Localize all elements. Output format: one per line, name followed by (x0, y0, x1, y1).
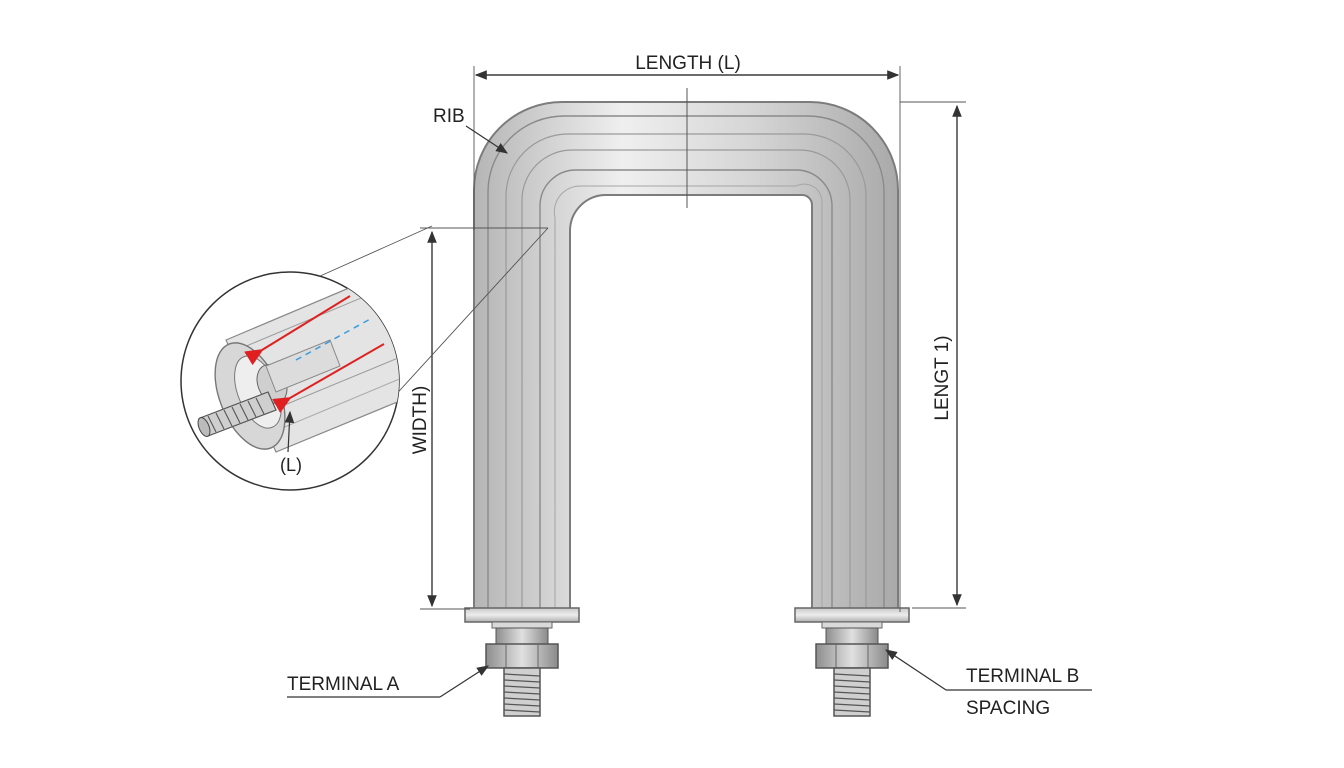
detail-leader-2 (390, 227, 549, 401)
label-length-side: LENGT 1) (932, 335, 953, 420)
collar-a (495, 627, 549, 645)
rib-line-3 (521, 149, 851, 612)
label-width: WIDTH) (410, 386, 431, 455)
label-terminal-a: TERMINAL A (287, 674, 400, 695)
terminal-a-assembly (485, 621, 559, 717)
dimension-length-side: LENGT 1) (900, 101, 966, 609)
threaded-terminal-icon (833, 667, 871, 717)
flow-blue-line (295, 317, 373, 361)
detail-leader-1 (317, 225, 433, 278)
detail-cutaway: (L) (180, 271, 400, 491)
label-spacing: SPACING (966, 698, 1050, 719)
label-rib: RIB (433, 106, 465, 127)
terminal-b-assembly (815, 621, 889, 717)
rib-line-2 (505, 133, 867, 612)
dimension-width: WIDTH) (410, 227, 548, 610)
threaded-terminal-icon (197, 391, 277, 437)
label-length-top: LENGTH (L) (635, 53, 741, 74)
tube-body (473, 101, 899, 613)
hex-nut-icon (815, 643, 889, 669)
rib-callout: RIB (433, 106, 509, 154)
rib-line-4 (539, 169, 833, 612)
washer-b (821, 621, 883, 629)
detail-pointer (284, 410, 295, 453)
label-detail-l: (L) (280, 455, 302, 475)
arrow-icon (272, 343, 385, 413)
terminal-b-callout: TERMINAL B SPACING (885, 649, 1092, 719)
hex-nut-icon (485, 643, 559, 669)
washer-a (491, 621, 553, 629)
rib-line-5 (553, 183, 823, 612)
rib-line-1 (487, 115, 885, 612)
label-terminal-b: TERMINAL B (966, 666, 1079, 687)
arrow-icon (244, 295, 351, 366)
threaded-terminal-icon (503, 667, 541, 717)
collar-b (825, 627, 879, 645)
terminal-a-callout: TERMINAL A (287, 665, 490, 698)
u-tube (473, 88, 899, 613)
dimension-length-top: LENGTH (L) (473, 53, 901, 612)
flange-left (464, 607, 580, 623)
flange-right (794, 607, 910, 623)
